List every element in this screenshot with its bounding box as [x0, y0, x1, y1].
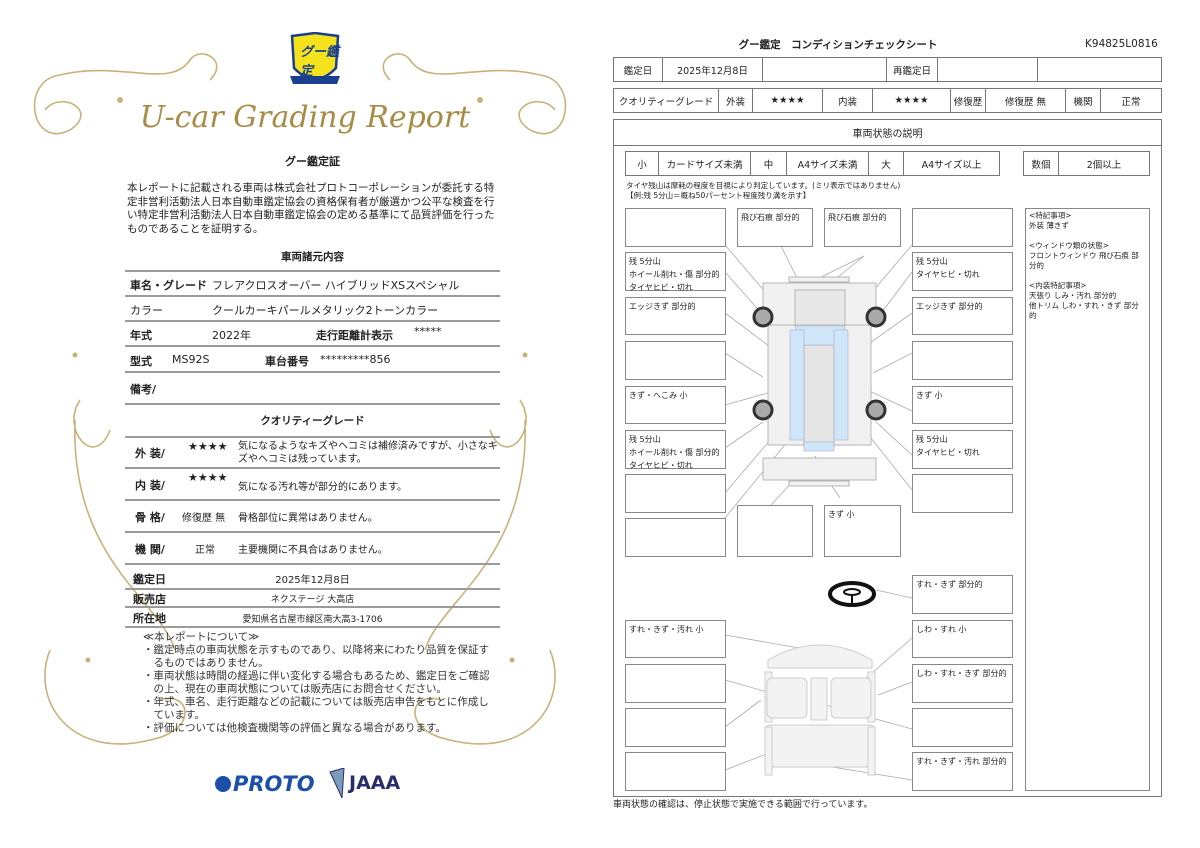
blank-cell [1037, 57, 1162, 82]
jaaa-logo: JAAA [328, 768, 400, 798]
interior-callout-box: すれ・きず・汚れ 部分的 [912, 752, 1013, 791]
grade-stars: ★★★★ [188, 440, 228, 453]
callout-box [912, 208, 1013, 247]
spec-chassis-value: *********856 [320, 353, 391, 366]
grade-label: 内 装/ [135, 479, 165, 492]
callout-box [625, 208, 726, 247]
notes-title: ≪本レポートについて≫ [143, 631, 260, 643]
callout-box: 残 5分山 ホイール削れ・傷 部分的 タイヤヒビ・切れ [625, 430, 726, 470]
gold-ornament-frame [33, 53, 567, 745]
info-date-value: 2025年12月8日 [275, 575, 350, 586]
report-title: U-car Grading Report [139, 100, 471, 135]
grade-desc: 気になるようなキズやヘコミは補修済みですが、小さなキズやヘコミは残っています。 [238, 441, 498, 465]
interior-callout-box [625, 752, 726, 791]
grade-label: 機 関/ [135, 543, 165, 556]
info-shop-label: 販売店 [133, 593, 166, 606]
cert-text: 本レポートに記載される車両は株式会社プロトコーポレーションが委託する特定非営利活… [127, 182, 495, 235]
interior-callout-box: しわ・すれ・きず 部分的 [912, 664, 1013, 703]
note-item: 評価については他検査機関等の評価と異なる場合があります。 [153, 722, 446, 734]
document-id: K94825L0816 [1085, 38, 1158, 50]
interior-callout-box: すれ・きず 部分的 [912, 575, 1013, 614]
note-item: 年式、車名、走行距離などの記載については販売店申告をもとに作成しています。 [153, 696, 489, 721]
spec-year-label: 年式 [130, 329, 152, 342]
engine-value: 正常 [1100, 88, 1162, 113]
spec-name-label: 車名・グレード [130, 279, 207, 292]
callout-box [912, 474, 1013, 513]
grade-value: 修復歴 無 [182, 513, 226, 524]
count-desc: 2個以上 [1058, 151, 1150, 176]
info-date-label: 鑑定日 [133, 573, 166, 586]
grade-desc: 気になる汚れ等が部分的にあります。 [238, 482, 407, 493]
gu-kantei-logo: グー鑑定 [288, 31, 342, 92]
spec-model-label: 型式 [130, 355, 152, 368]
size-large-desc: A4サイズ以上 [903, 151, 1000, 176]
cert-title: グー鑑定証 [285, 155, 340, 168]
spec-title: 車両諸元内容 [281, 251, 344, 263]
spec-year-value: 2022年 [212, 329, 251, 342]
callout-box [737, 505, 813, 557]
callout-box [625, 518, 726, 557]
note-item: 車両状態は時間の経過に伴い変化する場合もあるため、鑑定日をご確認の上、現在の車両… [153, 670, 490, 695]
callout-box [625, 474, 726, 513]
spec-odo-value: ***** [414, 325, 442, 338]
remarks-box: <特記事項> 外装 薄きず <ウィンドウ類の状態> フロントウィンドウ 飛び石痕… [1025, 208, 1150, 791]
spec-name-value: フレアクロスオーバー ハイブリッドXSスペシャル [212, 279, 460, 292]
grade-label: 骨 格/ [135, 511, 165, 524]
interior-callout-box: しわ・すれ 小 [912, 620, 1013, 658]
section-title: 車両状態の説明 [613, 119, 1162, 146]
info-addr-label: 所在地 [133, 612, 166, 625]
proto-logo: PROTO [215, 772, 315, 796]
callout-box: エッジきず 部分的 [912, 297, 1013, 335]
callout-box: きず 小 [912, 386, 1013, 424]
footer-note: 車両状態の確認は、停止状態で実施できる範囲で行っています。 [613, 800, 873, 810]
callout-box: 飛び石痕 部分的 [824, 208, 901, 247]
callout-box: エッジきず 部分的 [625, 297, 726, 335]
interior-callout-box [912, 708, 1013, 747]
callout-box: 飛び石痕 部分的 [737, 208, 813, 247]
sheet-title: グー鑑定 コンディションチェックシート [738, 39, 938, 51]
callout-box: 残 5分山 タイヤヒビ・切れ [912, 430, 1013, 469]
callout-box [912, 341, 1013, 380]
interior-callout-box [625, 664, 726, 703]
interior-callout-box: すれ・きず・汚れ 小 [625, 620, 726, 658]
info-shop-value: ネクステージ 大高店 [270, 595, 355, 605]
callout-box: きず 小 [824, 505, 901, 557]
info-addr-value: 愛知県名古屋市緑区南大高3-1706 [242, 615, 383, 625]
spec-chassis-label: 車台番号 [265, 355, 309, 368]
spec-model-value: MS92S [172, 353, 210, 366]
grade-desc: 主要機関に不具合はありません。 [238, 545, 388, 556]
grade-stars: ★★★★ [188, 471, 228, 484]
spec-remarks-label: 備考/ [130, 383, 157, 396]
grade-label: 外 装/ [135, 447, 165, 460]
spec-color-value: クールカーキパールメタリック2トーンカラー [212, 304, 439, 317]
spec-color-label: カラー [130, 304, 163, 317]
steering-wheel-icon [828, 581, 876, 607]
tire-note: タイヤ残山は摩耗の程度を目視により判定しています。(ミリ表示ではありません) [626, 181, 901, 190]
interior-callout-box [625, 708, 726, 747]
spec-odo-label: 走行距離計表示 [316, 329, 393, 342]
grade-title: クオリティーグレード [260, 415, 365, 427]
callout-box [625, 341, 726, 380]
note-item: 鑑定時点の車両状態を示すものであり、以降将来にわたり品質を保証するものではありま… [153, 644, 489, 669]
grade-value: 正常 [195, 545, 215, 556]
callout-box: 残 5分山 タイヤヒビ・切れ [912, 252, 1013, 291]
callout-box: 残 5分山 ホイール削れ・傷 部分的 タイヤヒビ・切れ [625, 252, 726, 292]
callout-box: きず・へこみ 小 [625, 386, 726, 424]
grade-desc: 骨格部位に異常はありません。 [238, 513, 378, 524]
tire-note-example: 【例:残 5分山＝概ね50パーセント程度残り溝を示す】 [626, 191, 811, 200]
notes-list: ・鑑定時点の車両状態を示すものであり、以降将来にわたり品質を保証するものではあり… [143, 644, 495, 735]
